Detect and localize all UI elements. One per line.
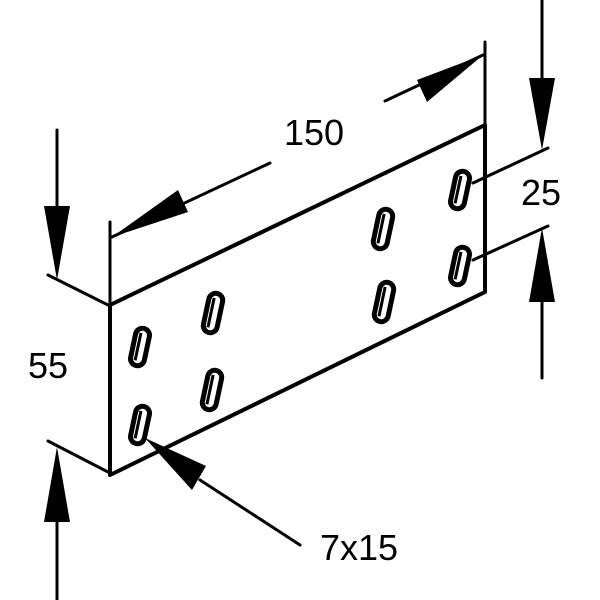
arrowhead bbox=[44, 447, 70, 522]
arrowhead bbox=[112, 190, 188, 237]
pitch-dimension: 25 bbox=[471, 0, 561, 380]
plate bbox=[108, 123, 487, 477]
slots bbox=[128, 168, 472, 447]
slot bbox=[370, 206, 396, 252]
length-label: 150 bbox=[284, 112, 344, 153]
arrowhead bbox=[529, 78, 555, 150]
arrowhead bbox=[529, 228, 555, 302]
height-dimension: 55 bbox=[28, 128, 110, 600]
slot bbox=[371, 279, 397, 325]
height-label: 55 bbox=[28, 345, 68, 386]
extension-line bbox=[46, 273, 110, 307]
extension-line bbox=[471, 224, 550, 262]
slot bbox=[200, 290, 226, 336]
slot bbox=[448, 244, 472, 288]
pitch-label: 25 bbox=[521, 172, 561, 213]
slot-size-callout: 7x15 bbox=[145, 438, 398, 568]
plate-outline bbox=[108, 123, 487, 477]
slot bbox=[128, 325, 152, 369]
leader-line bbox=[198, 478, 302, 547]
extension-line bbox=[471, 146, 550, 185]
arrowhead bbox=[145, 438, 206, 490]
slot-size-label: 7x15 bbox=[320, 527, 398, 568]
arrowhead bbox=[417, 55, 483, 102]
slot bbox=[128, 403, 152, 447]
extension-line bbox=[46, 439, 110, 474]
arrowhead bbox=[44, 206, 70, 280]
length-dimension: 150 bbox=[108, 40, 487, 307]
slot bbox=[199, 367, 225, 413]
slot bbox=[448, 168, 472, 212]
